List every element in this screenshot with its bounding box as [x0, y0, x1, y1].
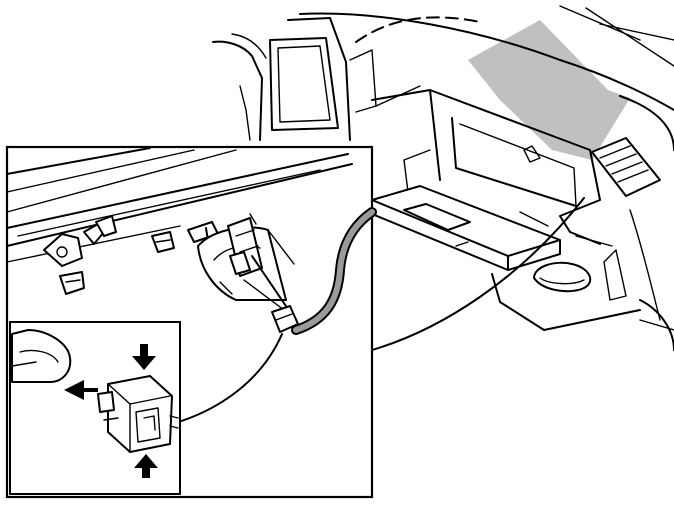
glovebox-lid-slot — [403, 203, 471, 231]
arrow-up-icon — [134, 454, 158, 478]
rivet-1 — [59, 271, 85, 295]
glovebox-frame — [371, 89, 601, 217]
glovebox-damper — [523, 145, 541, 163]
windshield-glare — [468, 20, 630, 160]
arrow-left-icon — [64, 380, 98, 400]
cupholder — [533, 261, 592, 293]
dashboard-dashed-trim — [355, 16, 481, 43]
air-vent — [591, 137, 661, 197]
leader-line-outer — [371, 197, 585, 351]
dashboard-left-pillar — [212, 40, 263, 141]
dashboard-illustration — [212, 5, 674, 351]
rivet-2 — [151, 231, 175, 253]
harness-end — [11, 329, 72, 383]
dashboard-vent-opening — [269, 37, 339, 131]
leader-line-inset — [171, 333, 283, 425]
connector-detail-inset — [9, 321, 181, 495]
arrow-down-icon — [132, 344, 156, 370]
clip-tab-2 — [95, 215, 117, 237]
connector-body — [97, 375, 179, 453]
clip-tab-1 — [43, 233, 83, 267]
connector-plug — [271, 305, 299, 333]
